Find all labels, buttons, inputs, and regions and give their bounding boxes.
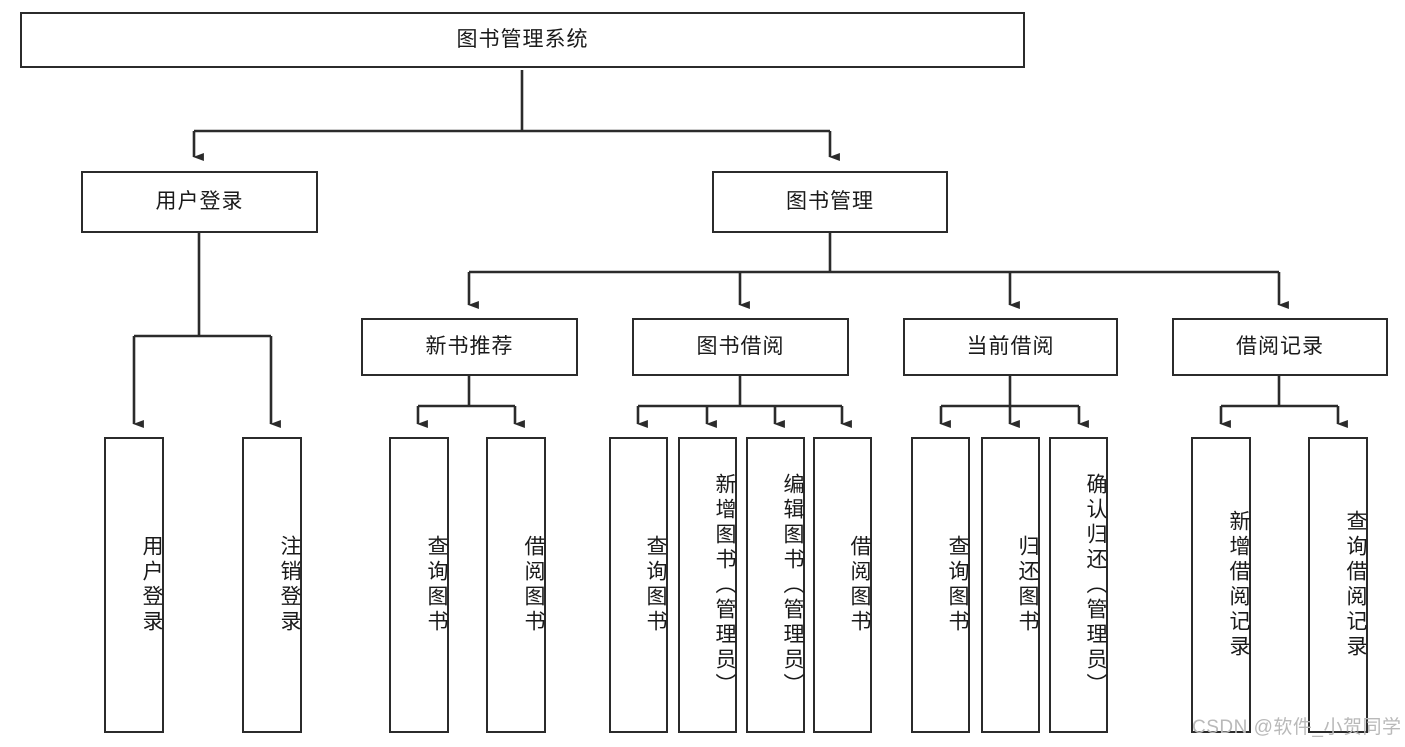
node-user-login[interactable]: 用户登录 [81, 171, 318, 233]
node-leaf-return-book-label: 归还图书 [1016, 535, 1039, 635]
node-root-label: 图书管理系统 [456, 28, 589, 52]
node-leaf-borrow-book-2-label: 借阅图书 [848, 535, 871, 635]
node-book-borrow[interactable]: 图书借阅 [632, 318, 849, 376]
node-leaf-logout-login[interactable]: 注销登录 [242, 437, 302, 733]
node-leaf-edit-book[interactable]: 编辑图书（管理员） [746, 437, 805, 733]
node-book-borrow-label: 图书借阅 [696, 335, 785, 359]
node-current-borrow[interactable]: 当前借阅 [903, 318, 1118, 376]
node-leaf-query-book-3[interactable]: 查询图书 [911, 437, 970, 733]
node-leaf-user-login-label: 用户登录 [140, 535, 163, 635]
node-leaf-query-book-1[interactable]: 查询图书 [389, 437, 449, 733]
node-leaf-confirm-return[interactable]: 确认归还（管理员） [1049, 437, 1108, 733]
node-book-manage-label: 图书管理 [786, 190, 874, 214]
node-new-book-rec[interactable]: 新书推荐 [361, 318, 578, 376]
node-leaf-borrow-book-1-label: 借阅图书 [522, 535, 545, 635]
node-leaf-add-book[interactable]: 新增图书（管理员） [678, 437, 737, 733]
node-current-borrow-label: 当前借阅 [966, 335, 1055, 359]
node-leaf-query-book-2[interactable]: 查询图书 [609, 437, 668, 733]
node-leaf-query-book-1-label: 查询图书 [425, 535, 448, 635]
node-leaf-query-record-label: 查询借阅记录 [1344, 510, 1367, 660]
node-borrow-record[interactable]: 借阅记录 [1172, 318, 1388, 376]
node-leaf-borrow-book-1[interactable]: 借阅图书 [486, 437, 546, 733]
node-leaf-query-book-2-label: 查询图书 [644, 535, 667, 635]
node-leaf-confirm-return-label: 确认归还（管理员） [1084, 472, 1107, 698]
watermark: CSDN @软件_小贺同学 [1192, 717, 1402, 738]
node-leaf-query-book-3-label: 查询图书 [946, 535, 969, 635]
node-leaf-logout-login-label: 注销登录 [278, 535, 301, 635]
node-leaf-query-record[interactable]: 查询借阅记录 [1308, 437, 1368, 733]
node-book-manage[interactable]: 图书管理 [712, 171, 948, 233]
node-user-login-label: 用户登录 [155, 190, 244, 214]
node-borrow-record-label: 借阅记录 [1236, 335, 1324, 359]
node-new-book-rec-label: 新书推荐 [425, 335, 514, 359]
node-leaf-add-record-label: 新增借阅记录 [1227, 510, 1250, 660]
node-leaf-add-book-label: 新增图书（管理员） [713, 472, 736, 698]
node-leaf-edit-book-label: 编辑图书（管理员） [781, 472, 804, 698]
node-leaf-borrow-book-2[interactable]: 借阅图书 [813, 437, 872, 733]
node-leaf-add-record[interactable]: 新增借阅记录 [1191, 437, 1251, 733]
node-leaf-return-book[interactable]: 归还图书 [981, 437, 1040, 733]
node-leaf-user-login[interactable]: 用户登录 [104, 437, 164, 733]
node-root[interactable]: 图书管理系统 [20, 12, 1025, 68]
